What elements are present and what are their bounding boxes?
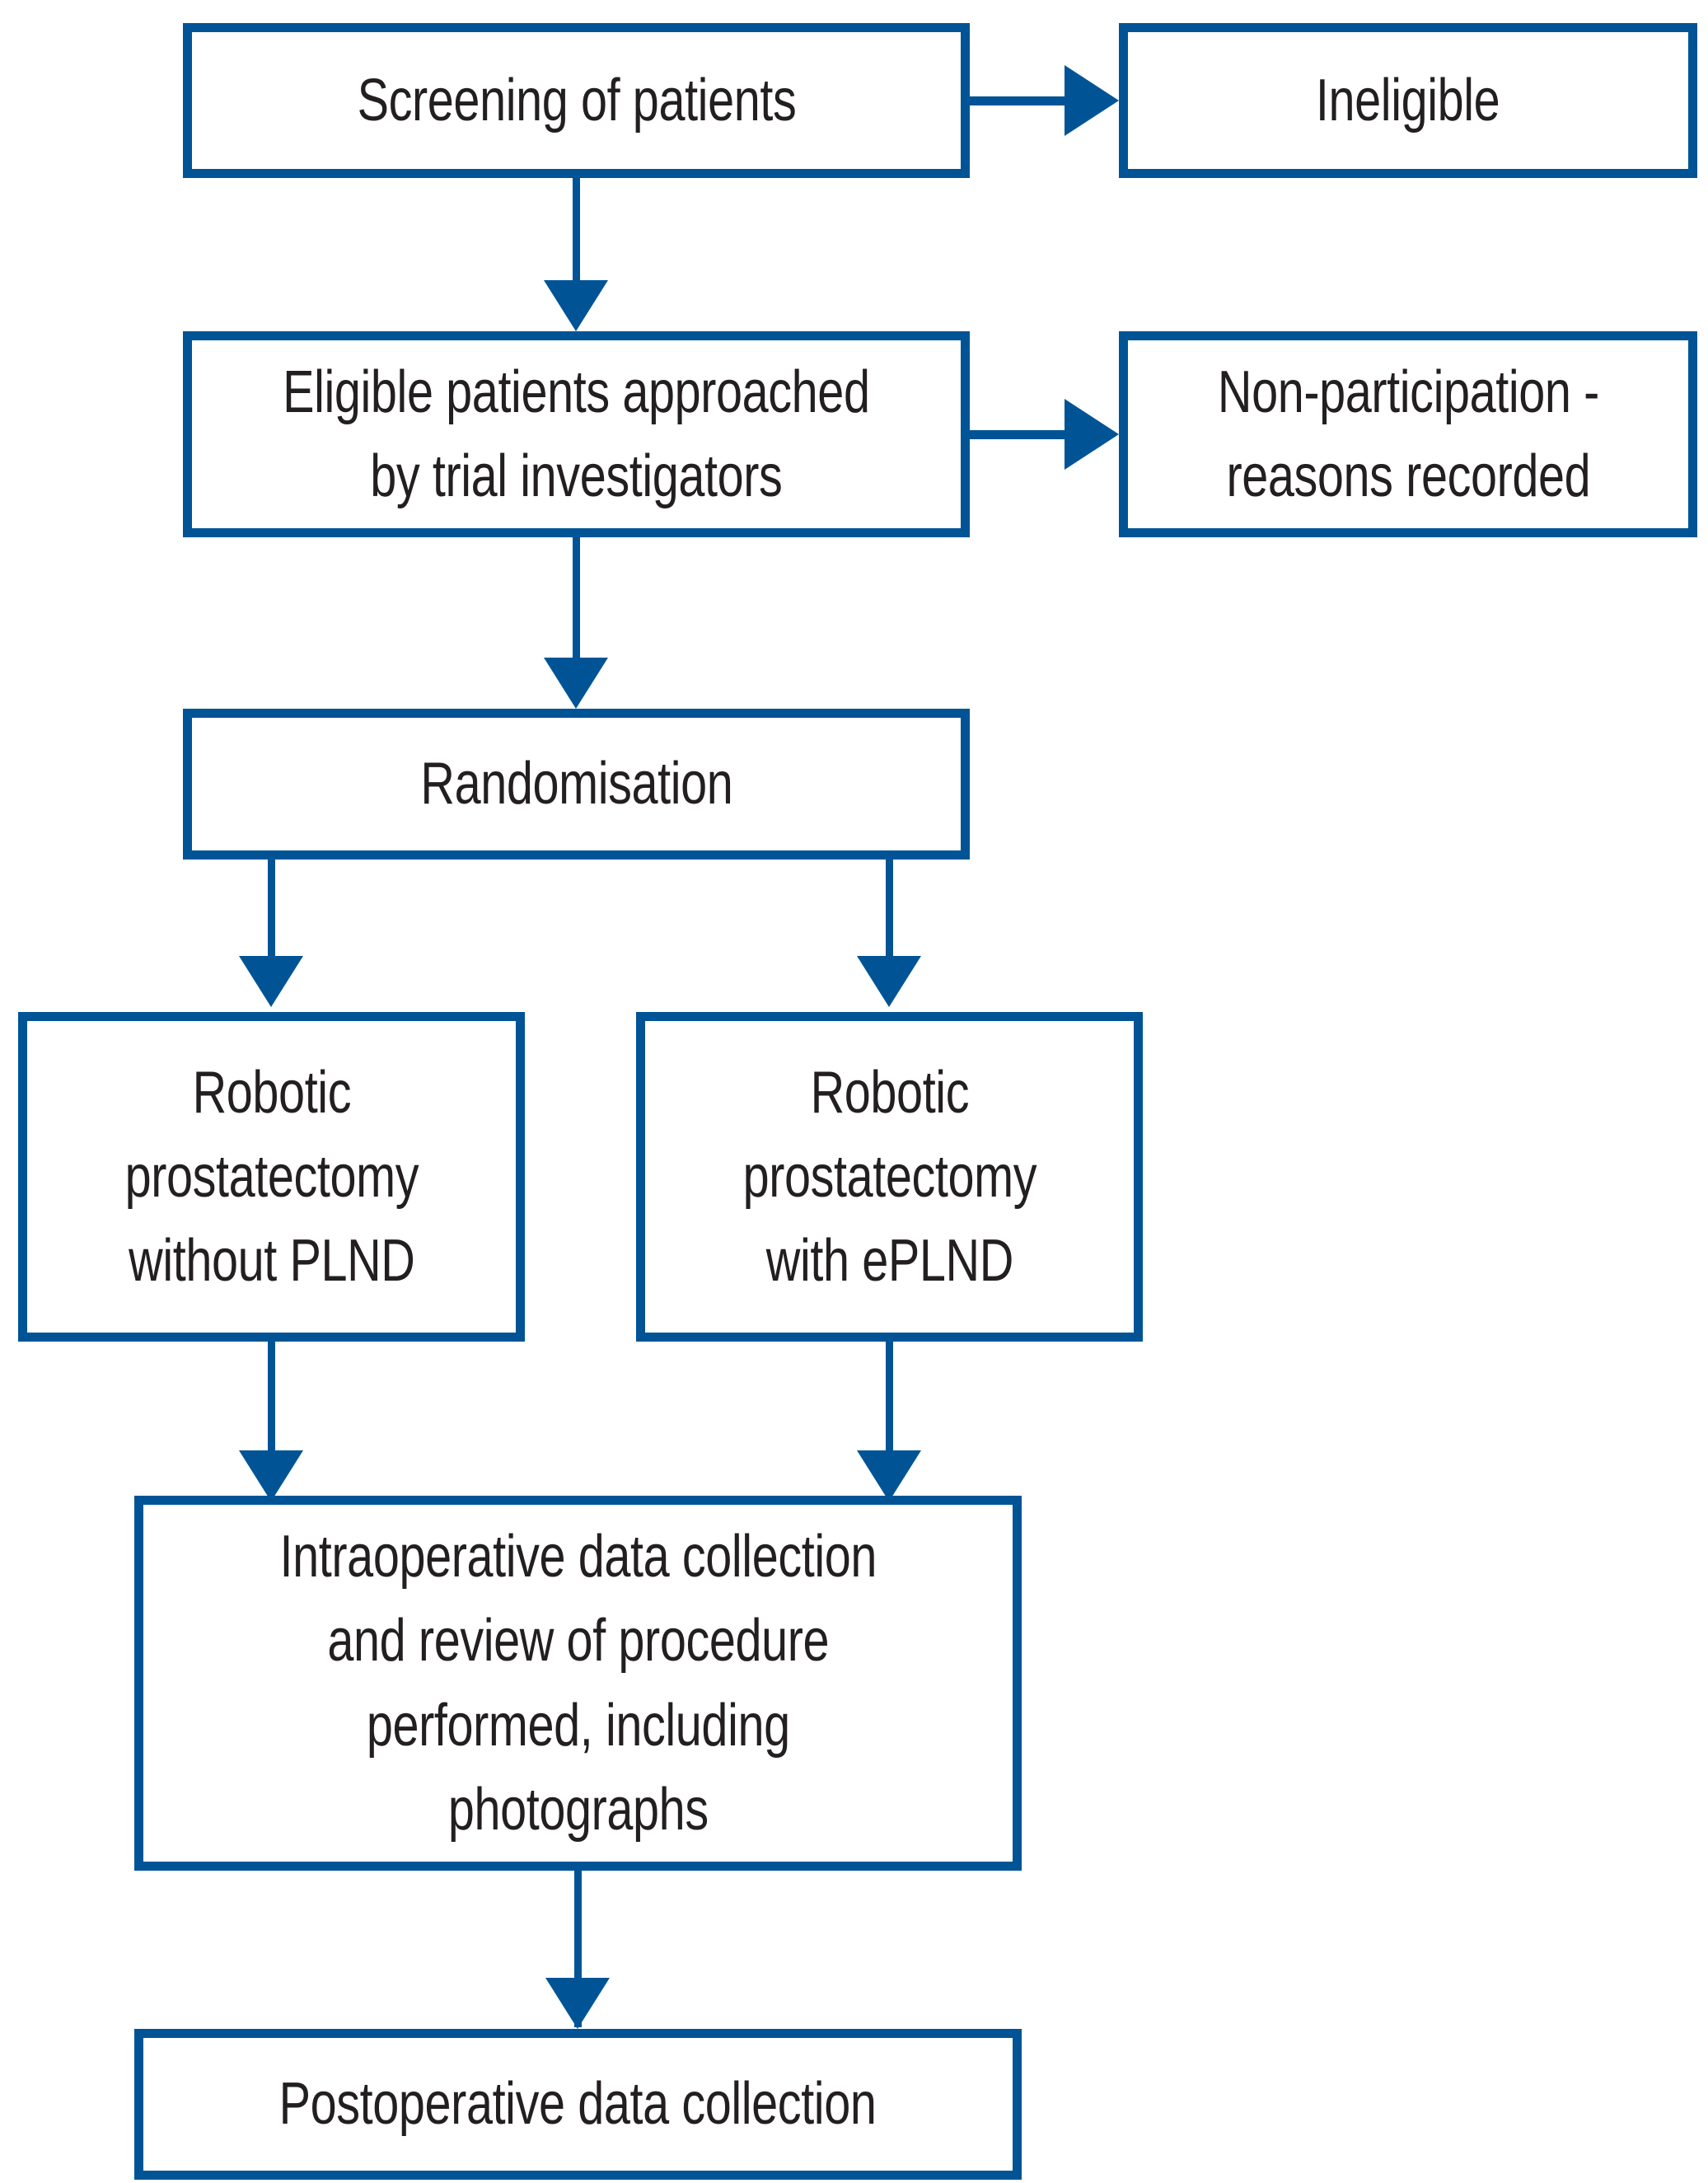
node-non-participation-label: Non-participation - reasons recorded [1217, 358, 1599, 509]
edge-eligible-to-randomisation-line [573, 537, 580, 702]
node-intraoperative[interactable]: Intraoperative data collection and revie… [134, 1496, 1022, 1871]
edge-without-plnd-to-intraoperative-line [268, 1342, 275, 1490]
edge-randomisation-to-with-eplnd-arrowhead [857, 956, 921, 1007]
edge-screening-to-eligible-arrowhead [544, 280, 608, 331]
node-postoperative[interactable]: Postoperative data collection [134, 2029, 1022, 2180]
node-postoperative-label: Postoperative data collection [279, 2071, 877, 2138]
edge-intraoperative-to-postoperative-line [574, 1871, 582, 2027]
edge-screening-to-eligible-line [573, 178, 580, 325]
node-non-participation[interactable]: Non-participation - reasons recorded [1119, 331, 1697, 537]
edge-eligible-to-nonparticipation-line [970, 430, 1077, 439]
edge-screening-to-ineligible-line [970, 96, 1077, 105]
node-screening-label: Screening of patients [357, 67, 796, 134]
node-arm-without-plnd[interactable]: Robotic prostatectomy without PLND [18, 1012, 525, 1342]
node-ineligible-label: Ineligible [1316, 67, 1500, 134]
node-arm-with-eplnd[interactable]: Robotic prostatectomy with ePLND [636, 1012, 1143, 1342]
node-arm-with-eplnd-label: Robotic prostatectomy with ePLND [742, 1059, 1036, 1295]
edge-eligible-to-nonparticipation-arrowhead [1065, 399, 1119, 470]
edge-with-eplnd-to-intraoperative-line [886, 1342, 893, 1490]
edge-eligible-to-randomisation-arrowhead [544, 658, 608, 709]
node-eligible-approached[interactable]: Eligible patients approached by trial in… [183, 331, 970, 537]
node-randomisation[interactable]: Randomisation [183, 709, 970, 860]
node-screening[interactable]: Screening of patients [183, 23, 970, 178]
edge-intraoperative-to-postoperative-arrowhead [545, 1978, 610, 2029]
node-intraoperative-label: Intraoperative data collection and revie… [279, 1524, 877, 1843]
edge-randomisation-to-without-plnd-arrowhead [239, 956, 303, 1007]
node-eligible-approached-label: Eligible patients approached by trial in… [283, 358, 870, 509]
node-arm-without-plnd-label: Robotic prostatectomy without PLND [124, 1059, 419, 1295]
edge-without-plnd-to-intraoperative-arrowhead [239, 1450, 303, 1501]
edge-with-eplnd-to-intraoperative-arrowhead [857, 1450, 921, 1501]
edge-randomisation-to-without-plnd-line [268, 860, 275, 967]
edge-randomisation-to-with-eplnd-line [886, 860, 893, 967]
edge-screening-to-ineligible-arrowhead [1065, 65, 1119, 136]
node-randomisation-label: Randomisation [419, 751, 733, 817]
node-ineligible[interactable]: Ineligible [1119, 23, 1697, 178]
